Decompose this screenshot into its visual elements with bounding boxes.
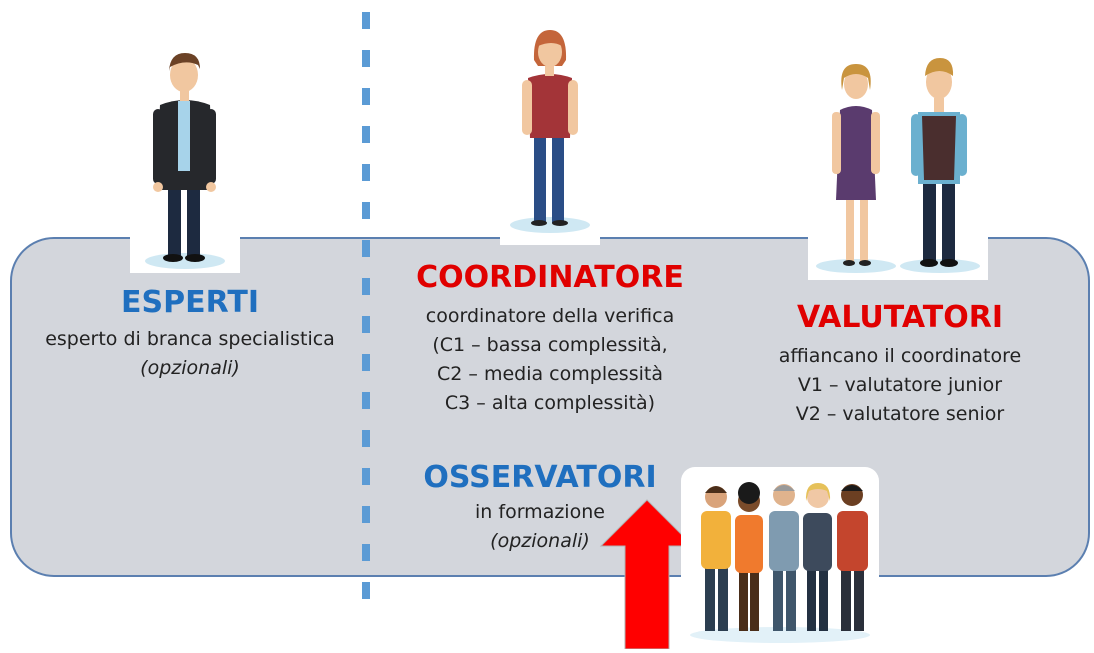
esperti-description: esperto di branca specialistica [45,328,335,350]
coordinatore-block: COORDINATORE coordinatore della verifica… [395,260,705,418]
coordinatore-line: C2 – media complessità [437,363,663,385]
esperti-block: ESPERTI esperto di branca specialistica … [20,285,360,383]
osservatori-note: (opzionali) [490,530,590,552]
valutatori-block: VALUTATORI affiancano il coordinatore V1… [750,300,1050,429]
coordinatore-line: C3 – alta complessità) [444,392,656,414]
valutatori-line: V2 – valutatore senior [795,403,1005,425]
coordinatore-line: (C1 – bassa complessità, [432,334,668,356]
osservatori-title: OSSERVATORI [423,460,657,495]
coordinatore-line: coordinatore della verifica [425,305,675,327]
esperti-title: ESPERTI [121,285,259,320]
coordinator-illustration [500,20,600,245]
roles-panel [10,237,1090,577]
coordinatore-title: COORDINATORE [416,260,684,295]
osservatori-block: OSSERVATORI in formazione (opzionali) [400,460,680,556]
evaluators-illustration [808,40,988,280]
esperti-note: (opzionali) [140,357,240,379]
expert-illustration [130,35,240,273]
valutatori-line: V1 – valutatore junior [797,374,1003,396]
observers-group-illustration [681,467,879,647]
valutatori-title: VALUTATORI [796,300,1004,335]
osservatori-description: in formazione [475,501,605,523]
valutatori-line: affiancano il coordinatore [778,345,1022,367]
